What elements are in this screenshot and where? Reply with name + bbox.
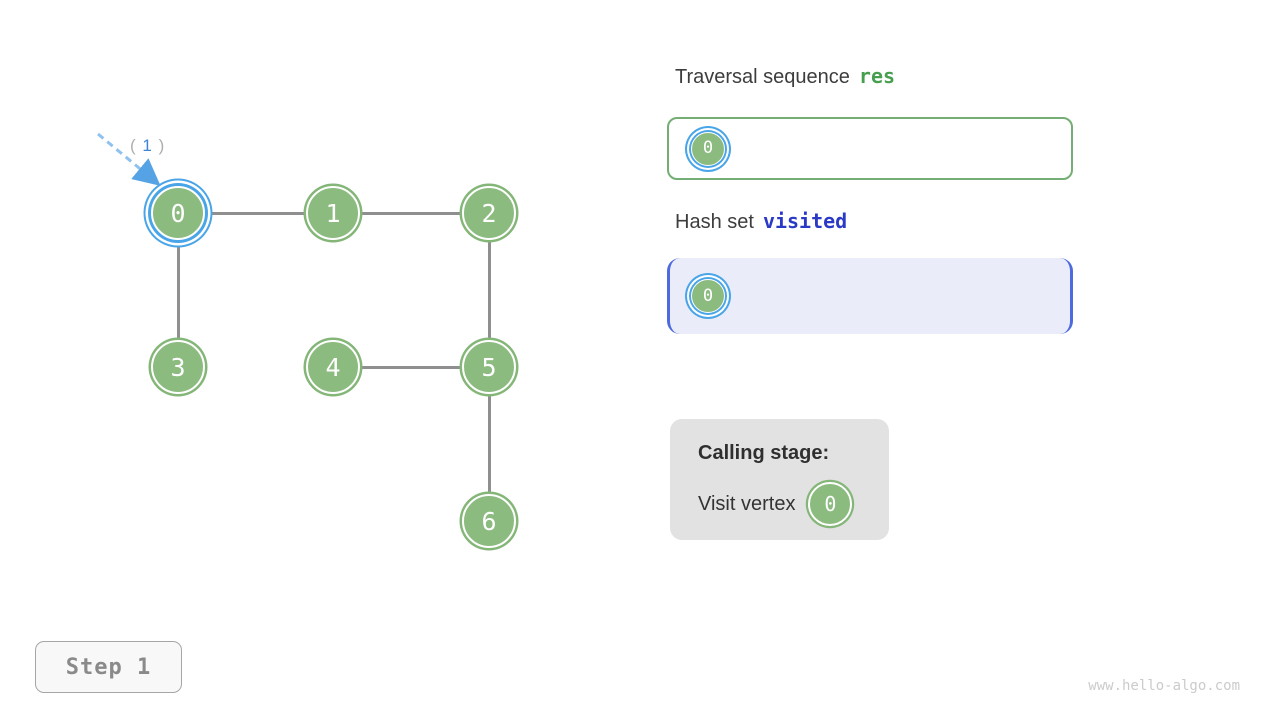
visit-vertex-label: Visit vertex [698,492,796,515]
call-order-open-paren: ( [130,136,137,155]
call-order-number: 1 [142,136,153,155]
graph-node-2: 2 [462,186,516,240]
calling-stage-title: Calling stage: [698,442,830,464]
edge-0-1 [178,211,333,215]
step-indicator-button[interactable]: Step 1 [35,641,182,693]
res-panel-title: Traversal sequence res [675,64,895,89]
watermark: www.hello-algo.com [1088,678,1240,694]
graph-node-1: 1 [306,186,360,240]
call-order-close-paren: ) [158,136,166,155]
edge-1-2 [333,211,489,215]
calling-stage-action: Visit vertex 0 [698,482,889,526]
res-item-0: 0 [691,131,725,166]
res-items: 0 [691,131,725,166]
calling-stage-box: Calling stage: Visit vertex 0 [670,419,889,540]
edge-4-5 [333,365,489,369]
visited-box: 0 [667,258,1073,334]
edge-2-5 [487,213,491,367]
call-order-label: ( 1 ) [130,136,165,156]
res-box: 0 [667,117,1073,180]
graph-node-0: 0 [151,186,205,240]
visited-code-label: visited [762,209,848,233]
graph-node-4: 4 [306,340,360,394]
visited-item-0: 0 [691,279,725,313]
edge-0-3 [176,213,180,367]
graph-node-6: 6 [462,494,516,548]
edge-5-6 [487,367,491,521]
graph-node-3: 3 [151,340,205,394]
graph-node-5: 5 [462,340,516,394]
res-code-label: res [858,64,896,88]
visited-items: 0 [691,279,725,313]
visited-title-text: Hash set [675,211,754,233]
visited-panel-title: Hash set visited [675,209,847,234]
res-title-text: Traversal sequence [675,66,850,88]
visit-vertex-node: 0 [808,482,853,526]
